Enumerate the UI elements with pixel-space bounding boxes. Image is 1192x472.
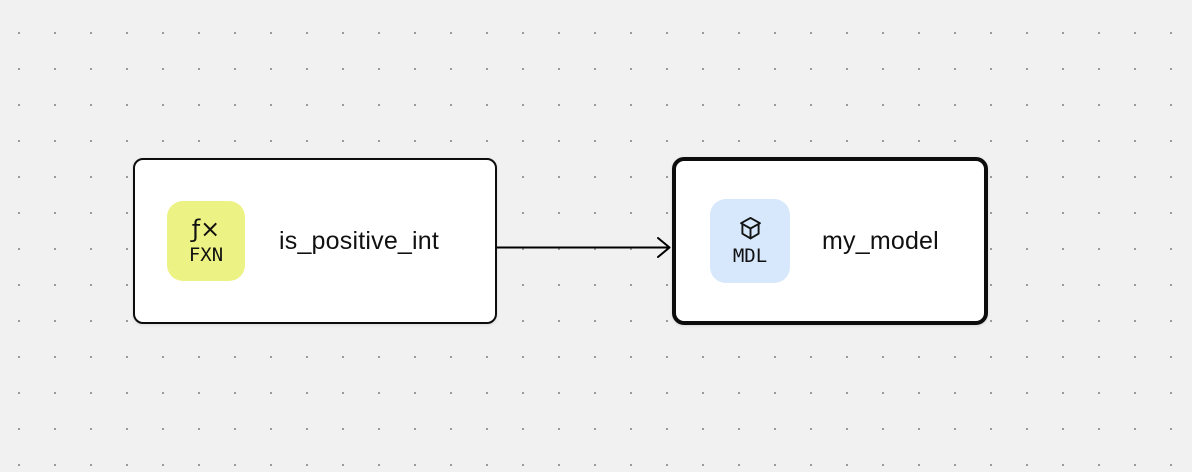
cube-icon	[739, 216, 761, 239]
model-badge: MDL	[710, 199, 790, 283]
function-icon: ƒ×	[191, 214, 221, 243]
node-label: is_positive_int	[279, 226, 440, 255]
function-badge-tag: FXN	[188, 243, 224, 266]
node-my-model[interactable]: MDL my_model	[672, 157, 988, 325]
node-is-positive-int[interactable]: ƒ× FXN is_positive_int	[133, 158, 497, 324]
node-label: my_model	[822, 226, 939, 255]
function-badge: ƒ× FXN	[167, 201, 245, 281]
model-badge-tag: MDL	[732, 244, 768, 267]
edge-is_positive_int-to-my_model[interactable]	[497, 237, 671, 258]
